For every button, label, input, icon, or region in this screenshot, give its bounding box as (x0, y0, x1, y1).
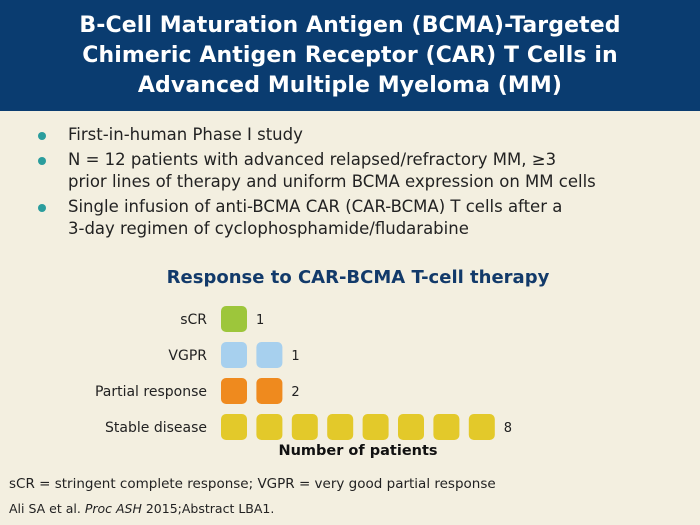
footnote: sCR = stringent complete response; VGPR … (9, 476, 496, 492)
bullet-line: Single infusion of anti-BCMA CAR (CAR-BC… (68, 197, 563, 216)
category-label-vgpr: VGPR (168, 348, 207, 364)
bullet-line: 3-day regimen of cyclophosphamide/fludar… (68, 219, 469, 238)
patient-marker-stable-disease (398, 414, 424, 440)
value-label-partial-response: 2 (291, 385, 299, 400)
title-banner: B-Cell Maturation Antigen (BCMA)-Targete… (0, 0, 700, 111)
patient-marker-stable-disease (362, 414, 389, 440)
patient-marker-partial-response (256, 378, 283, 404)
bullet-line: prior lines of therapy and uniform BCMA … (68, 172, 596, 191)
title-line-2: Chimeric Antigen Receptor (CAR) T Cells … (82, 42, 618, 68)
chart-title: Response to CAR-BCMA T-cell therapy (166, 267, 550, 288)
patient-marker-stable-disease (433, 414, 460, 440)
patient-marker-partial-response (221, 378, 247, 404)
bullet-dot-icon (38, 157, 46, 165)
patient-marker-stable-disease (291, 414, 318, 440)
citation-journal: Proc ASH (84, 501, 142, 516)
patient-marker-vgpr (256, 342, 283, 368)
citation-authors: Ali SA et al. (9, 501, 85, 516)
x-axis-label: Number of patients (278, 443, 438, 459)
patient-marker-vgpr (221, 342, 247, 368)
bullet-dot-icon (38, 204, 46, 212)
value-label-vgpr: 1 (291, 349, 299, 364)
title-line-3: Advanced Multiple Myeloma (MM) (137, 72, 563, 98)
citation-details: 2015;Abstract LBA1. (141, 501, 275, 516)
value-label-scr: 1 (256, 313, 264, 328)
bullet-dot-icon (38, 132, 46, 140)
bullet-line: N = 12 patients with advanced relapsed/r… (68, 150, 557, 169)
bullet-item: First-in-human Phase I study (34, 124, 684, 146)
category-label-partial-response: Partial response (95, 384, 207, 400)
value-label-stable-disease: 8 (504, 421, 512, 436)
patient-marker-stable-disease (327, 414, 354, 440)
category-label-scr: sCR (180, 312, 207, 328)
category-label-stable-disease: Stable disease (105, 420, 207, 436)
patient-marker-stable-disease (256, 414, 283, 440)
bullet-line: First-in-human Phase I study (68, 125, 303, 144)
patient-marker-stable-disease (468, 414, 495, 440)
title-line-1: B-Cell Maturation Antigen (BCMA)-Targete… (79, 12, 621, 38)
patient-marker-stable-disease (221, 414, 247, 440)
bullet-list: First-in-human Phase I study N = 12 pati… (34, 124, 684, 243)
bullet-item: N = 12 patients with advanced relapsed/r… (34, 149, 684, 193)
patient-marker-scr (221, 306, 247, 332)
bullet-item: Single infusion of anti-BCMA CAR (CAR-BC… (34, 196, 684, 240)
citation: Ali SA et al. Proc ASH 2015;Abstract LBA… (9, 501, 274, 516)
